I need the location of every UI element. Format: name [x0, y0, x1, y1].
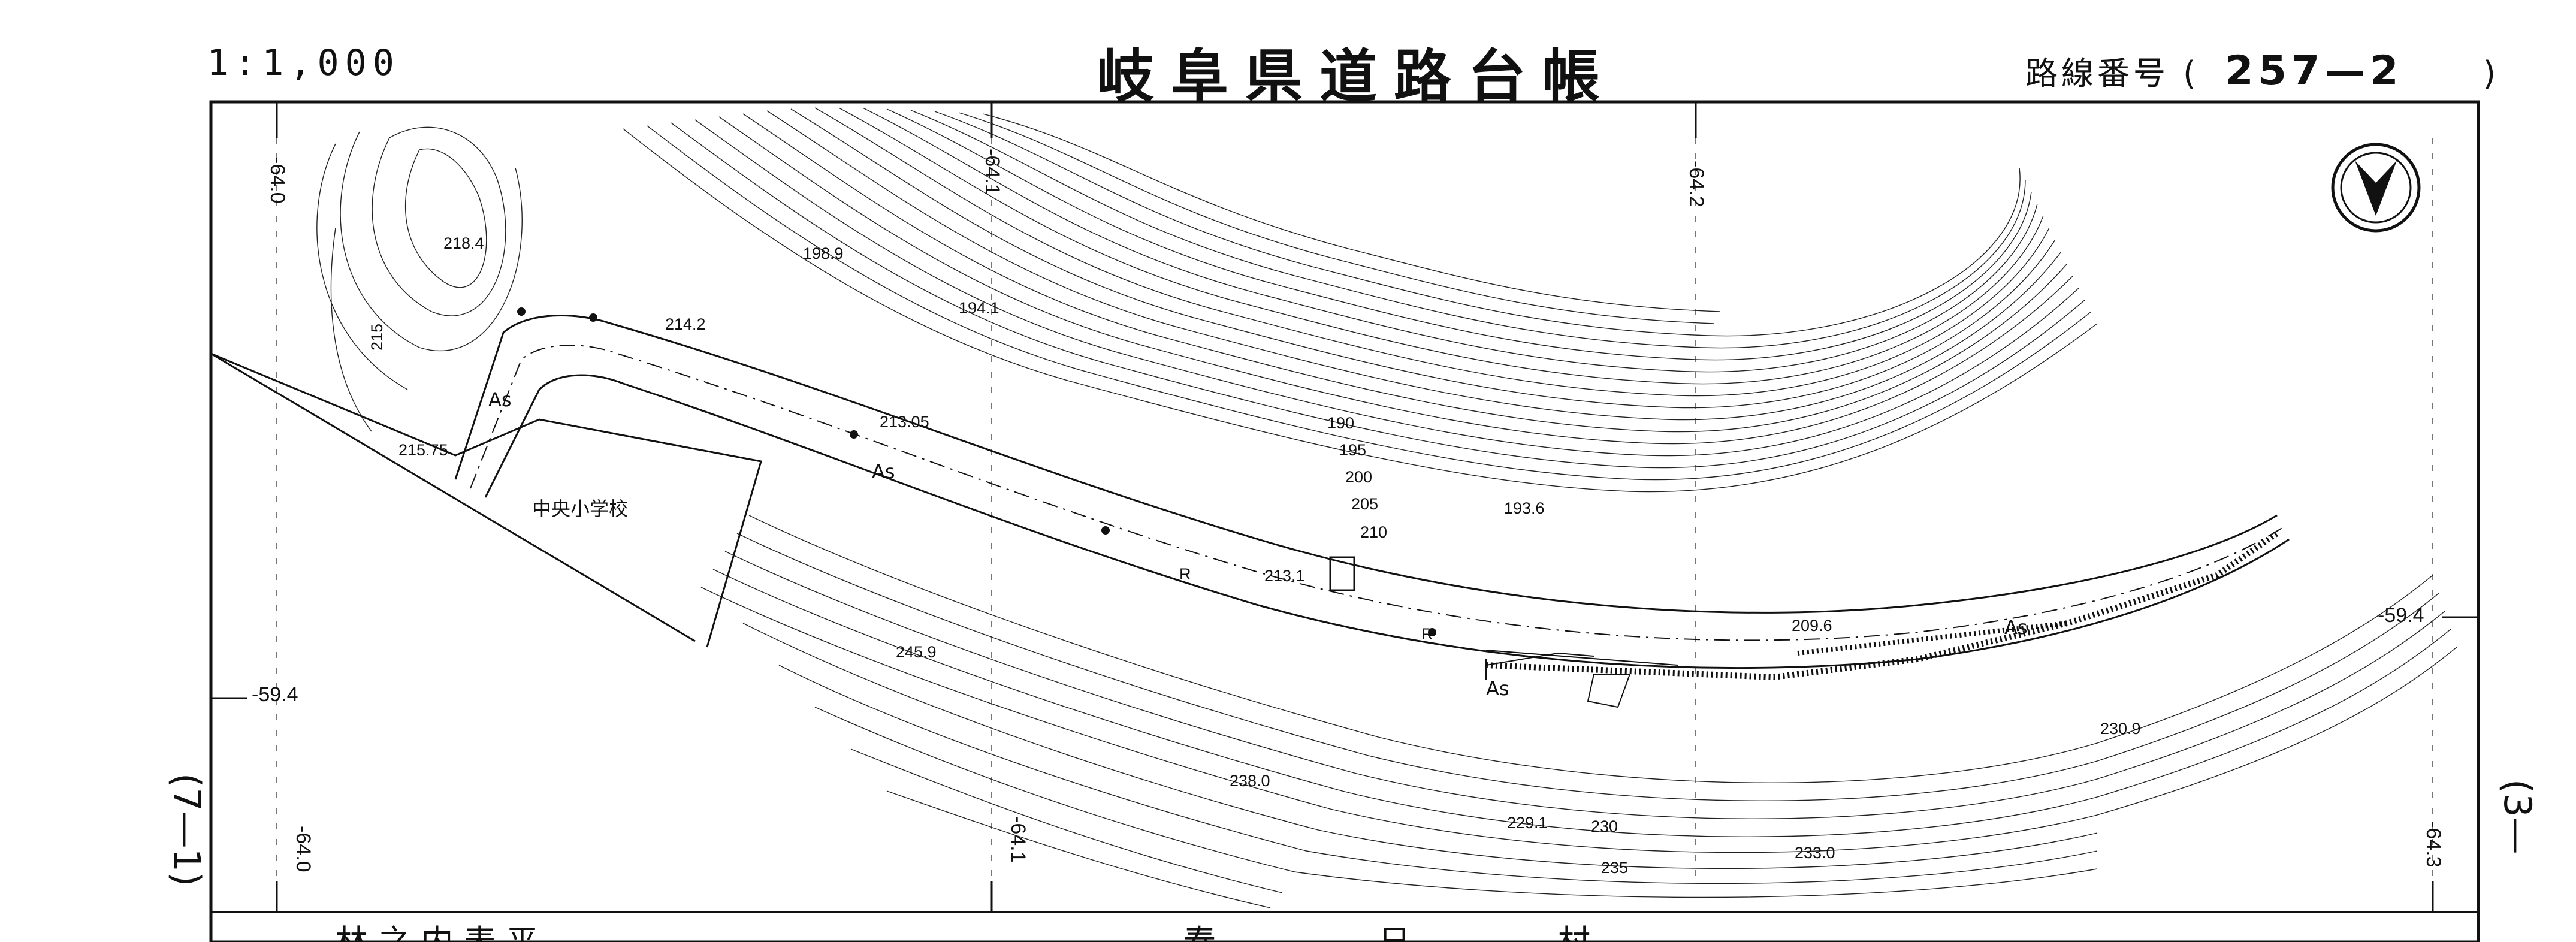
elevation-label: 194.1 [959, 299, 999, 317]
contour-label: 210 [1360, 523, 1387, 541]
pavement-label: As [2004, 616, 2028, 639]
road [454, 315, 2290, 669]
contour-label: 205 [1351, 495, 1378, 513]
contour-label: 190 [1327, 414, 1354, 432]
contour-label: 235 [1601, 859, 1628, 877]
small-building [1329, 556, 1355, 591]
contour-label: 200 [1345, 468, 1372, 486]
sheet-id-right: (3— [2496, 779, 2539, 855]
curve-label: R [1179, 565, 1191, 583]
pavement-label: As [488, 388, 512, 411]
elevation-label: 213.05 [880, 413, 929, 431]
sheet-id-left: (7—1) [165, 773, 209, 886]
contour-label: 215 [368, 324, 386, 351]
route-label-text: 路線番号 [2025, 55, 2169, 92]
route-number-value: 257—2 [2225, 47, 2403, 95]
map-title: 岐阜県道路台帳 [1097, 43, 1617, 110]
elevation-label: 230.9 [2100, 720, 2141, 738]
map-frame [209, 100, 2480, 942]
school-label: 中央小学校 [532, 497, 628, 520]
grid-label-bottom-1: -64.0 [292, 826, 315, 872]
elevation-label: 209.6 [1792, 617, 1832, 635]
survey-points [517, 307, 1436, 636]
grid-label-left-1: -59.4 [252, 683, 298, 706]
bottom-place-right: 村 [1558, 923, 1590, 942]
route-open-paren: ( [2183, 55, 2200, 92]
route-close-paren: ) [2483, 55, 2499, 92]
elevation-label: 193.6 [1504, 499, 1545, 517]
pavement-label: As [1486, 677, 1509, 700]
bottom-place-mid: 春 [1183, 923, 1216, 942]
elevation-label: 229.1 [1507, 814, 1548, 832]
map-scale: 1:1,000 [207, 42, 400, 84]
bottom-place-left: 林 之 内 表 平 [336, 923, 539, 942]
pavement-label: As [872, 460, 895, 483]
curve-label: R [1421, 625, 1433, 643]
elevation-label: 218.4 [443, 234, 484, 252]
contour-label: 230 [1591, 817, 1618, 835]
elevation-label: 245.9 [896, 643, 937, 661]
elevation-label: 213.1 [1264, 567, 1305, 585]
school-plot [210, 352, 762, 648]
retaining-walls [1485, 530, 2279, 708]
grid-ticks [211, 102, 2478, 912]
grid-label-bottom-2: -64.1 [1007, 816, 1029, 863]
north-arrow-icon [2331, 143, 2421, 233]
contour-label: 195 [1339, 441, 1366, 459]
grid-label-top-1: -64.0 [266, 157, 289, 204]
elevation-label: 233.0 [1795, 844, 1835, 862]
grid-label-bottom-3: -64.3 [2422, 821, 2445, 868]
grid-label-right-1: -59.4 [2378, 604, 2424, 627]
elevation-label: 238.0 [1230, 772, 1270, 790]
elevation-label: 198.9 [803, 244, 844, 262]
route-number-label: 路線番号 ( 257—2 ) [2025, 47, 2499, 95]
contours-upper [623, 107, 2098, 493]
contours-lower [700, 515, 2457, 908]
bottom-place-mid2: 日 [1378, 923, 1411, 942]
elevation-label: 215.75 [398, 441, 448, 459]
contours-left-hill [316, 126, 523, 432]
grid-label-top-3: -64.2 [1685, 161, 1708, 207]
elevation-label: 214.2 [665, 315, 706, 333]
grid-label-top-2: -64.1 [981, 149, 1004, 195]
